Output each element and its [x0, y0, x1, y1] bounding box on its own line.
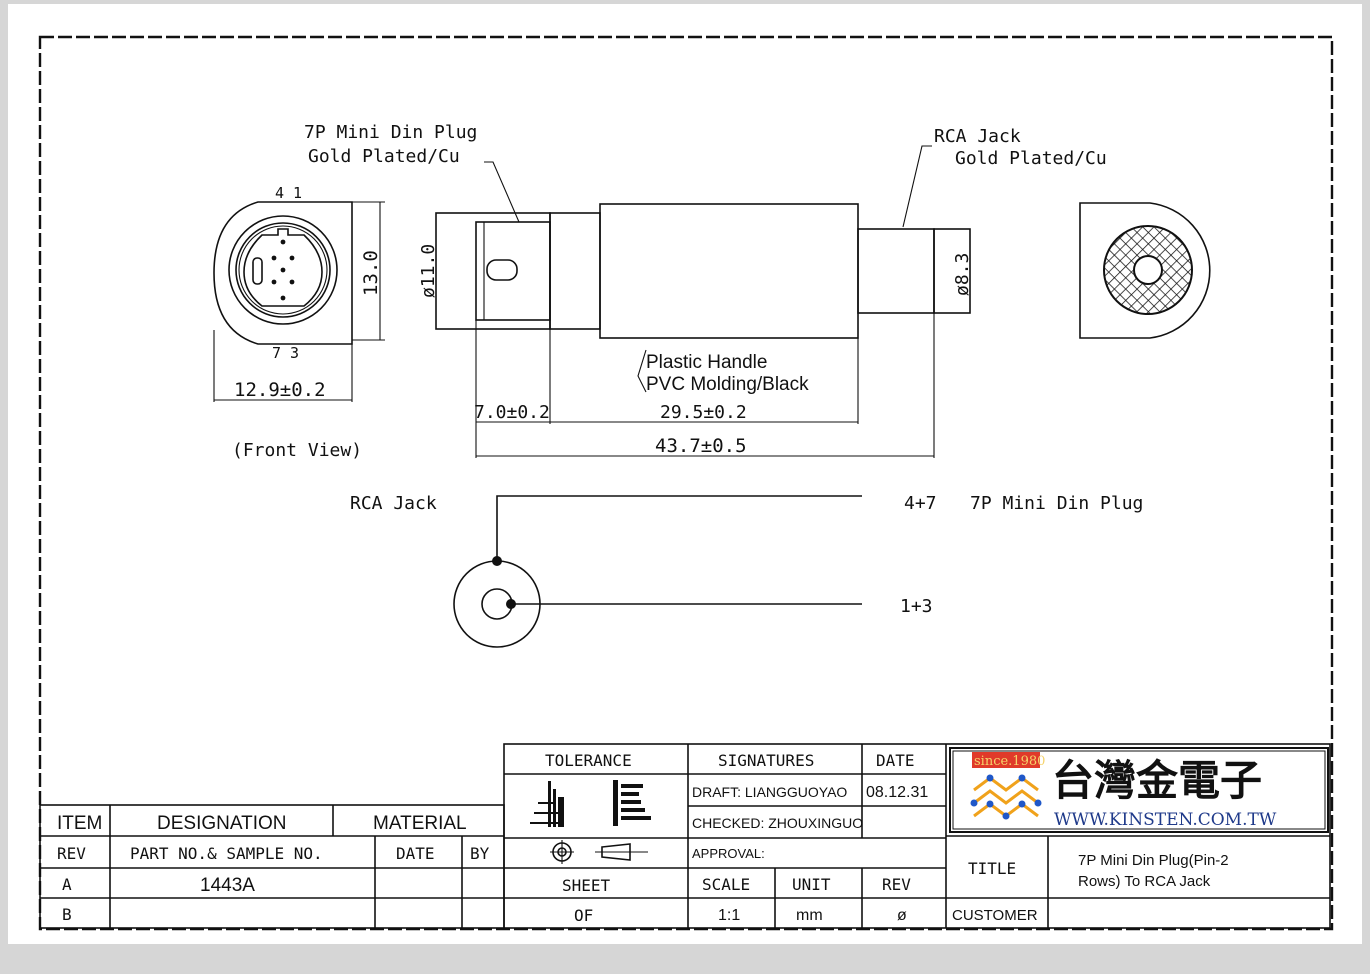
projection-symbol-icon — [550, 840, 648, 864]
of-label: OF — [574, 906, 593, 925]
material-header: MATERIAL — [373, 813, 467, 834]
unit-label: UNIT — [792, 875, 831, 894]
item-header: ITEM — [57, 813, 102, 834]
rca-leader — [902, 145, 932, 228]
shield-pins-label: 4+7 — [904, 493, 937, 514]
front-body-outline — [213, 201, 353, 345]
scale-label: SCALE — [702, 875, 750, 894]
plug-dia-dim: ø11.0 — [418, 244, 439, 298]
company-logo: since.1980 台灣金電子 WWW.KINSTEN.COM.TW — [949, 747, 1329, 833]
customer-label: CUSTOMER — [952, 907, 1038, 924]
front-shell-outer — [228, 215, 338, 325]
front-width-dim: 12.9±0.2 — [234, 379, 326, 401]
pin-dot — [271, 279, 277, 285]
title-line1: 7P Mini Din Plug(Pin-2 — [1078, 852, 1229, 869]
plug-latch-slot — [486, 259, 518, 281]
pin-dot — [289, 255, 295, 261]
rev-label: REV — [882, 875, 911, 894]
date-col-header: DATE — [396, 844, 435, 863]
dim-handle-length: 29.5±0.2 — [660, 402, 747, 423]
logo-since-badge — [972, 752, 1040, 768]
sheet-label: SHEET — [562, 876, 611, 895]
pin-array — [271, 239, 295, 301]
wiring-diagram: RCA Jack 4+7 7P Mini Din Plug 1+3 — [350, 493, 1143, 648]
rca-end-outline — [1079, 202, 1211, 339]
part-number: 1443A — [200, 875, 255, 896]
part-no-header: PART NO.& SAMPLE NO. — [130, 844, 323, 863]
handle-label-line1: Plastic Handle — [646, 352, 767, 373]
date-header: DATE — [876, 751, 915, 770]
signal-junction — [506, 599, 516, 609]
draft-signature: DRAFT: LIANGGUOYAO — [692, 784, 847, 800]
pin-dot — [280, 267, 286, 273]
rev-header: REV — [57, 844, 86, 863]
logo-company-name: 台灣金電子 — [1052, 756, 1262, 805]
logo-url: WWW.KINSTEN.COM.TW — [1054, 810, 1277, 830]
side-view: 7P Mini Din Plug Gold Plated/Cu ø11.0 Pl… — [304, 122, 1107, 458]
by-header: BY — [470, 844, 490, 863]
signal-pins-label: 1+3 — [900, 596, 933, 617]
plug-label-line1: 7P Mini Din Plug — [304, 122, 477, 143]
pin-dot — [289, 279, 295, 285]
signatures-header: SIGNATURES — [718, 751, 814, 770]
pin-dot — [280, 239, 286, 245]
title-line2: Rows) To RCA Jack — [1078, 873, 1211, 890]
plug-leader — [484, 161, 520, 223]
designation-header: DESIGNATION — [157, 813, 287, 834]
approval-label: APPROVAL: — [692, 846, 765, 861]
draft-date: 08.12.31 — [866, 784, 928, 801]
front-key — [252, 257, 263, 285]
handle-label-line2: PVC Molding/Black — [646, 374, 809, 395]
item-table-frame — [39, 804, 505, 929]
checked-signature: CHECKED: ZHOUXINGUO — [692, 815, 863, 831]
rca-end-center-pin — [1133, 255, 1163, 285]
front-view: 4 1 7 3 13.0 12.9±0.2 (Front View) — [213, 184, 385, 461]
rca-label-line2: Gold Plated/Cu — [955, 148, 1107, 169]
shield-junction — [492, 556, 502, 566]
pin-dot — [271, 255, 277, 261]
title-label: TITLE — [968, 859, 1016, 878]
rev-a: A — [62, 875, 72, 894]
rca-tip — [933, 228, 971, 314]
rev-value: ø — [897, 907, 907, 924]
dim-plug-length: 7.0±0.2 — [474, 402, 550, 423]
title-block: ITEM DESIGNATION MATERIAL REV PART NO.& … — [39, 743, 1331, 929]
front-shell-inner — [235, 222, 331, 318]
wiring-plug-label: 7P Mini Din Plug — [970, 493, 1143, 514]
tolerance-table-icon — [530, 780, 651, 827]
unit-value: mm — [796, 907, 823, 924]
drawing-border — [38, 35, 1334, 931]
scale-value: 1:1 — [718, 907, 740, 924]
tolerance-header: TOLERANCE — [545, 751, 632, 770]
plug-label-line2: Gold Plated/Cu — [308, 146, 460, 167]
handle-leader — [637, 349, 647, 393]
rca-end-view — [1079, 202, 1211, 339]
logo-since: since.1980 — [974, 754, 1045, 769]
shield-wire — [496, 495, 862, 561]
front-insulator — [243, 228, 323, 307]
rca-dia-dim: ø8.3 — [952, 253, 973, 296]
logo-inner-frame — [952, 750, 1326, 830]
pin-label-bottom: 7 3 — [272, 344, 299, 362]
pin-label-top: 4 1 — [275, 184, 302, 202]
dim-total-length: 43.7±0.5 — [655, 435, 747, 457]
front-view-caption: (Front View) — [232, 440, 362, 461]
wiring-rca-label: RCA Jack — [350, 493, 437, 514]
rca-label-line1: RCA Jack — [934, 126, 1021, 147]
rev-b: B — [62, 905, 72, 924]
logo-mark-icon — [970, 774, 1042, 820]
pin-dot — [280, 295, 286, 301]
front-shell-ring — [238, 225, 328, 315]
front-height-dim: 13.0 — [360, 250, 382, 296]
